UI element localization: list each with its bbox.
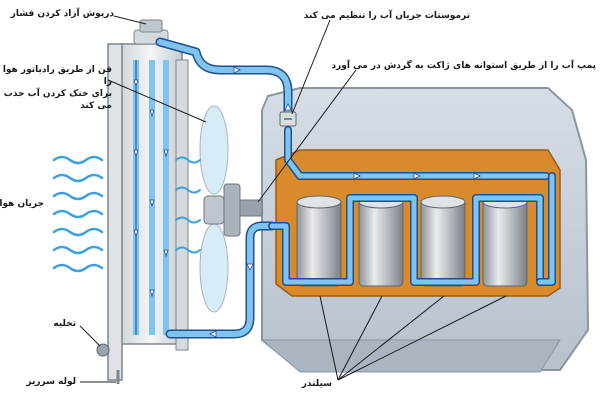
label-fan: فن از طریق رادیاتور هوا را برای خنک کردن… — [2, 64, 112, 112]
label-drain: تخلیه — [53, 319, 76, 329]
thermostat — [279, 111, 297, 127]
label-overflow-pipe: لوله سرریز — [26, 377, 76, 387]
water-pump — [239, 199, 263, 217]
label-water-pump: پمپ آب را از طریق استوانه های ژاکت به گر… — [331, 61, 596, 71]
cylinder-2 — [358, 195, 404, 287]
flow-arrows — [133, 66, 481, 338]
label-airflow: جریان هوا — [0, 199, 44, 209]
fan-pulley — [223, 183, 241, 237]
cylinder-1 — [296, 195, 342, 287]
cylinder-4 — [482, 195, 528, 287]
label-cylinders: سیلندر — [301, 379, 332, 389]
callout-lines — [79, 15, 507, 383]
cylinder-3 — [420, 195, 466, 287]
drain-valve — [96, 343, 110, 357]
label-fan-line1: فن از طریق رادیاتور هوا را — [2, 65, 112, 87]
airflow-waves — [52, 155, 201, 273]
radiator — [96, 19, 189, 384]
label-thermostat: ترموستات جریان آب را تنظیم می کند — [303, 11, 470, 21]
coolant-loop — [155, 37, 556, 339]
label-fan-line2: برای خنک کردن آب جذب می کند — [3, 89, 112, 111]
fan — [199, 105, 263, 313]
pressure-cap — [139, 19, 163, 33]
label-pressure-cap: درپوش آزاد کردن فشار — [10, 9, 114, 19]
